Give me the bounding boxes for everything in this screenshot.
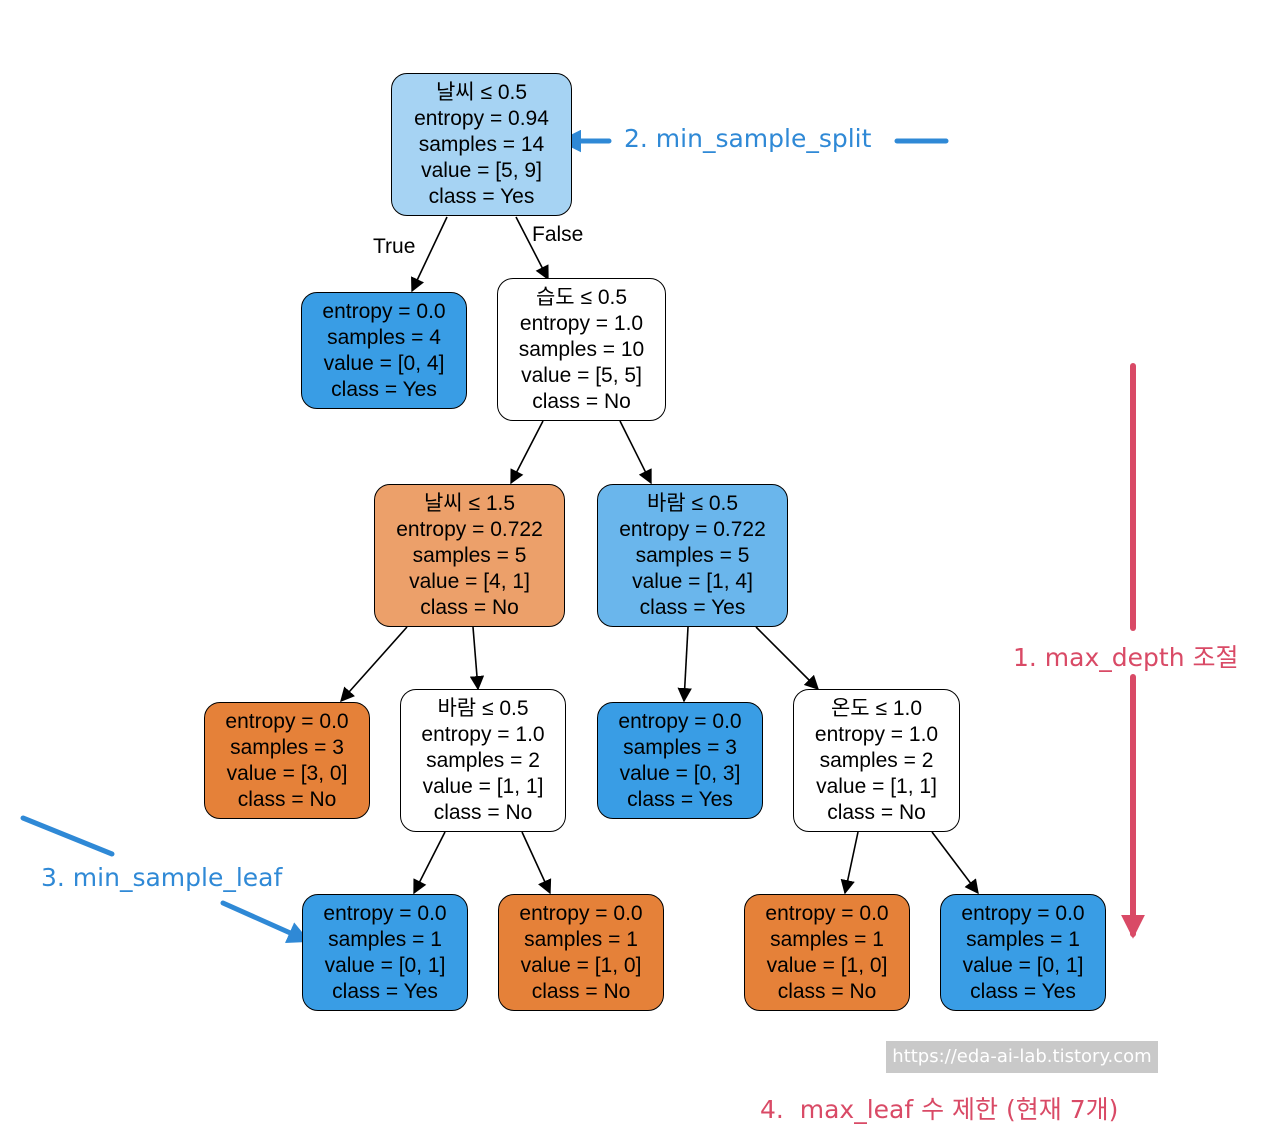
edge-root-right (515, 216, 549, 281)
annotation-min-sample-split: 2. min_sample_split (624, 124, 872, 153)
node-class: class = Yes (970, 979, 1076, 1003)
node-samples: samples = 2 (819, 748, 934, 772)
node-value: value = [1, 4] (632, 569, 753, 593)
edge-root-left (411, 216, 448, 293)
tree-node-right: 습도 ≤ 0.5 entropy = 1.0 samples = 10 valu… (497, 278, 666, 421)
node-value: value = [0, 1] (324, 953, 446, 977)
node-class: class = Yes (639, 595, 746, 619)
node-class: class = No (420, 595, 519, 619)
node-entropy: entropy = 0.722 (396, 517, 543, 541)
node-split: 바람 ≤ 0.5 (646, 491, 739, 515)
node-value: value = [1, 1] (816, 774, 937, 798)
edge-rlr-rlrr (521, 831, 552, 895)
node-samples: samples = 14 (418, 132, 545, 156)
node-entropy: entropy = 0.0 (225, 709, 349, 733)
node-value: value = [3, 0] (226, 761, 348, 785)
annotation-max-leaf: 4. max_leaf 수 제한 (현재 7개) (760, 1095, 1119, 1124)
edge-right-rr (619, 420, 652, 485)
leaf-arrow (220, 900, 311, 943)
tree-leaf-rrl: entropy = 0.0 samples = 3 value = [0, 3]… (597, 702, 763, 819)
node-value: value = [1, 0] (520, 953, 642, 977)
node-value: value = [5, 5] (521, 363, 642, 387)
node-entropy: entropy = 0.0 (323, 901, 447, 925)
node-samples: samples = 3 (230, 735, 344, 759)
edge-label-false: False (532, 223, 584, 246)
node-entropy: entropy = 1.0 (814, 722, 939, 746)
node-entropy: entropy = 0.0 (322, 299, 446, 323)
node-samples: samples = 3 (623, 735, 737, 759)
tree-leaf-rrrl: entropy = 0.0 samples = 1 value = [1, 0]… (744, 894, 910, 1011)
node-value: value = [4, 1] (409, 569, 530, 593)
node-entropy: entropy = 0.0 (961, 901, 1085, 925)
tree-leaf-rll: entropy = 0.0 samples = 3 value = [3, 0]… (204, 702, 370, 819)
node-samples: samples = 5 (412, 543, 527, 567)
node-value: value = [0, 3] (619, 761, 741, 785)
node-samples: samples = 2 (426, 748, 540, 772)
node-samples: samples = 1 (524, 927, 638, 951)
edge-rlr-rlrl (413, 831, 446, 895)
node-class: class = Yes (428, 184, 535, 208)
node-entropy: entropy = 0.722 (619, 517, 766, 541)
node-class: class = No (531, 979, 631, 1003)
edge-rr-rrl (677, 626, 692, 703)
watermark: https://eda-ai-lab.tistory.com (886, 1041, 1158, 1073)
node-samples: samples = 1 (966, 927, 1080, 951)
node-entropy: entropy = 0.0 (765, 901, 889, 925)
edge-rl-rlr (469, 626, 485, 691)
node-value: value = [0, 1] (962, 953, 1084, 977)
node-value: value = [0, 4] (323, 351, 445, 375)
node-class: class = No (777, 979, 877, 1003)
node-samples: samples = 10 (518, 337, 645, 361)
node-class: class = No (827, 800, 926, 824)
node-entropy: entropy = 0.0 (618, 709, 742, 733)
node-class: class = Yes (331, 377, 437, 401)
edge-right-rl (510, 420, 544, 485)
tree-leaf-left: entropy = 0.0 samples = 4 value = [0, 4]… (301, 292, 467, 409)
node-split: 바람 ≤ 0.5 (437, 696, 529, 720)
tree-leaf-rrrr: entropy = 0.0 samples = 1 value = [0, 1]… (940, 894, 1106, 1011)
tree-node-rlr: 바람 ≤ 0.5 entropy = 1.0 samples = 2 value… (400, 689, 566, 832)
edge-rrr-rrrl (840, 831, 859, 895)
node-class: class = No (433, 800, 533, 824)
edge-rrr-rrrr (931, 831, 979, 895)
node-samples: samples = 4 (327, 325, 441, 349)
tree-node-root: 날씨 ≤ 0.5 entropy = 0.94 samples = 14 val… (391, 73, 572, 216)
edge-label-true: True (373, 235, 416, 258)
node-samples: samples = 1 (770, 927, 884, 951)
node-class: class = No (237, 787, 337, 811)
tree-node-rr: 바람 ≤ 0.5 entropy = 0.722 samples = 5 val… (597, 484, 788, 627)
tree-leaf-rlrr: entropy = 0.0 samples = 1 value = [1, 0]… (498, 894, 664, 1011)
node-samples: samples = 1 (328, 927, 442, 951)
tree-node-rl: 날씨 ≤ 1.5 entropy = 0.722 samples = 5 val… (374, 484, 565, 627)
node-entropy: entropy = 0.0 (519, 901, 643, 925)
node-value: value = [5, 9] (421, 158, 542, 182)
node-split: 온도 ≤ 1.0 (830, 696, 923, 720)
annotation-min-sample-leaf: 3. min_sample_leaf (41, 863, 283, 892)
edge-rl-rll (340, 626, 408, 703)
tree-node-rrr: 온도 ≤ 1.0 entropy = 1.0 samples = 2 value… (793, 689, 960, 832)
node-entropy: entropy = 0.94 (414, 106, 549, 130)
node-value: value = [1, 1] (422, 774, 544, 798)
node-samples: samples = 5 (635, 543, 750, 567)
node-class: class = Yes (627, 787, 733, 811)
node-entropy: entropy = 1.0 (519, 311, 644, 335)
node-class: class = No (532, 389, 631, 413)
leaf-arrow-tail (20, 815, 115, 857)
edge-rr-rrr (755, 626, 820, 691)
node-entropy: entropy = 1.0 (421, 722, 545, 746)
node-class: class = Yes (332, 979, 438, 1003)
tree-leaf-rlrl: entropy = 0.0 samples = 1 value = [0, 1]… (302, 894, 468, 1011)
annotation-max-depth: 1. max_depth 조절 (1013, 643, 1239, 672)
node-split: 날씨 ≤ 0.5 (435, 80, 528, 104)
node-value: value = [1, 0] (766, 953, 888, 977)
node-split: 습도 ≤ 0.5 (535, 285, 628, 309)
node-split: 날씨 ≤ 1.5 (423, 491, 516, 515)
